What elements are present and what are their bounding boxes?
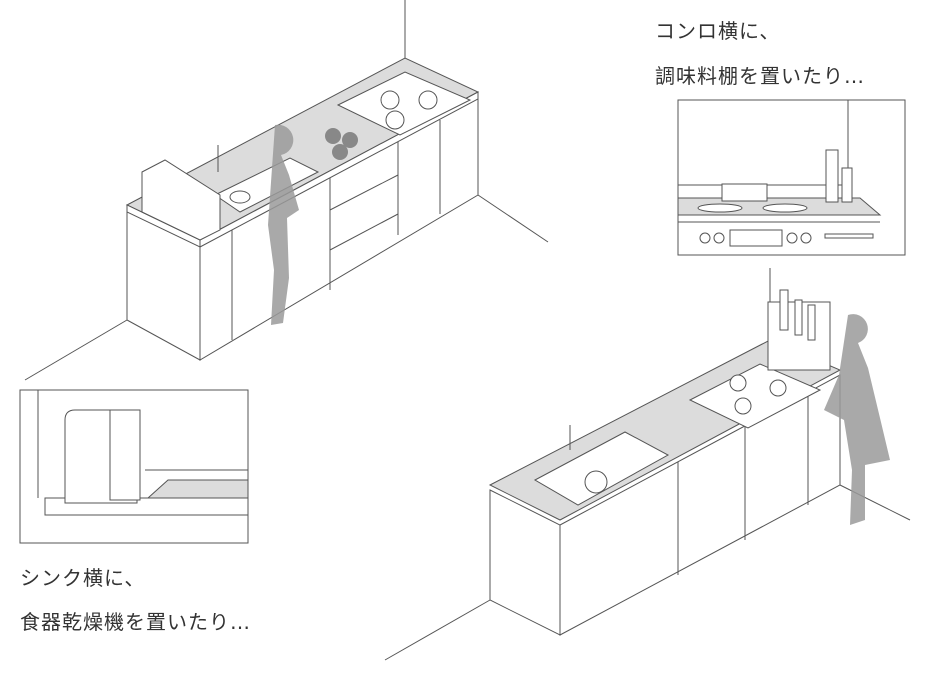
kitchen-bottom xyxy=(384,268,911,661)
caption-sink-line2: 食器乾燥機を置いたり… xyxy=(20,610,251,634)
inset-sink-dryer xyxy=(19,389,249,544)
kitchen-top xyxy=(24,0,549,381)
inset-stove-shelf xyxy=(677,99,906,256)
caption-stove-line1: コンロ横に、 xyxy=(655,19,781,43)
caption-sink-line1: シンク横に、 xyxy=(20,566,146,590)
caption-stove-line2: 調味料棚を置いたり… xyxy=(655,64,865,88)
